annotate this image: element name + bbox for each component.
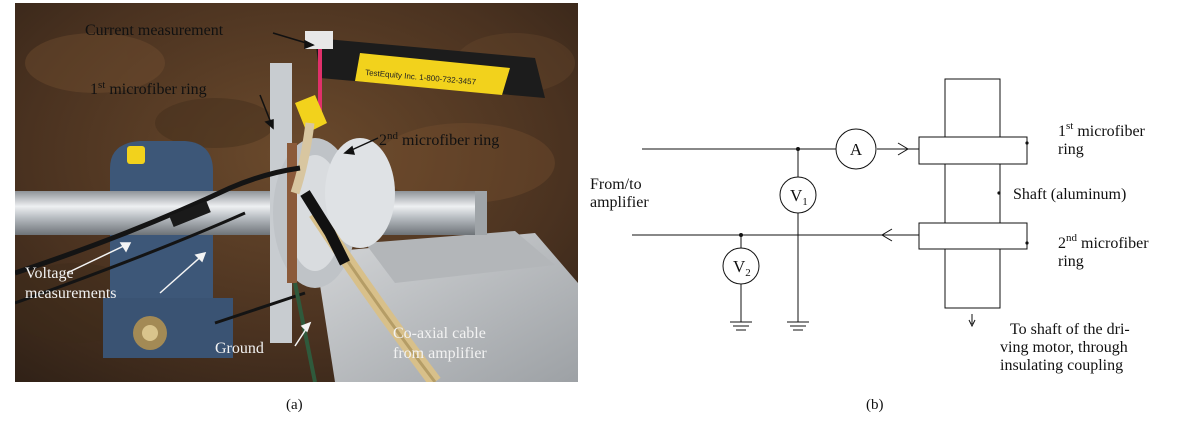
braided-wire [290,122,315,195]
arrow-into-ring1 [897,142,909,156]
shaft-rect [944,78,1001,309]
caption-a: (a) [286,397,303,413]
shaft [15,191,485,235]
circuit-schematic: A V1 V2 From/to amplifier 1st microfiber… [590,78,1149,374]
label-measurements: measurements [25,285,117,302]
label-second-ring: 2nd microfiber [1058,232,1149,252]
base-plate [315,233,578,382]
label-current-measurement: Current measurement [85,22,224,39]
label-voltage: Voltage [25,265,74,282]
photo-illustration: TestEquity Inc. 1-800-732-3457 [15,3,578,382]
label-first-ring: 1st microfiber [1058,120,1146,140]
ring2-number: 2 [379,132,387,149]
ring1-superscript: st [98,79,106,91]
label-from-amplifier: from amplifier [393,345,487,362]
second-ring-rect [918,222,1028,250]
experimental-setup-photo: TestEquity Inc. 1-800-732-3457 [15,3,578,382]
label-motor-line1: To shaft of the dri- [1010,321,1130,338]
arrow-out-of-ring2 [881,228,893,242]
label-motor-line3: insulating coupling [1000,357,1123,374]
ring1-text: microfiber ring [105,81,207,98]
ammeter-label: A [850,140,863,159]
v2-label: V2 [733,257,751,279]
caption-b: (b) [866,397,884,413]
v1-meter-circle [779,176,817,214]
ground-wire [293,282,317,382]
ring2-superscript: nd [387,130,398,142]
label-from-to: From/to [590,176,642,193]
label-motor-line2: ving motor, through [1000,339,1128,356]
label-shaft: Shaft (aluminum) [1013,186,1126,203]
v2-meter-circle [722,247,760,285]
annotation-arrows [66,242,312,347]
label-first-ring-line2: ring [1058,141,1084,158]
current-probe: TestEquity Inc. 1-800-732-3457 [295,31,545,133]
ammeter-circle [835,128,877,170]
label-second-ring-line2: ring [1058,253,1084,270]
label-amplifier: amplifier [590,194,649,211]
label-ground: Ground [215,340,264,357]
label-coaxial-cable: Co-axial cable [393,325,486,342]
ring2-text: microfiber ring [398,132,500,149]
junction-dots [739,141,1029,245]
first-ring-rect [918,136,1028,165]
ring1-number: 1 [90,81,98,98]
label-second-microfiber-ring: 2nd microfiber ring [379,127,499,150]
label-first-microfiber-ring: 1st microfiber ring [90,76,207,99]
v1-label: V1 [790,186,808,208]
